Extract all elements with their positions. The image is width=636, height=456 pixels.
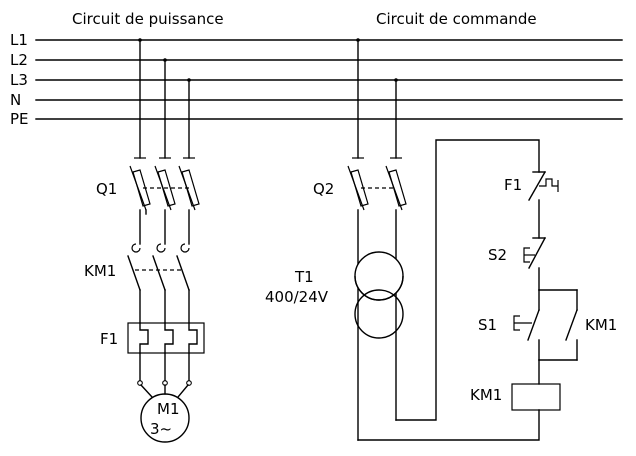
bus-label-l3: L3 (10, 71, 28, 89)
km1-coil (511, 383, 561, 411)
s2-label: S2 (488, 246, 507, 264)
s2-stop-button (523, 237, 546, 291)
motor-label: M1 (157, 400, 180, 418)
q1-label: Q1 (96, 180, 117, 198)
t1-ratio-label: 400/24V (265, 288, 329, 306)
bus-label-pe: PE (10, 110, 29, 128)
control-circuit: Q2 T1 400/24V F1 (265, 38, 617, 441)
bus-label-l1: L1 (10, 31, 28, 49)
km1-coil-label: KM1 (470, 386, 502, 404)
f1-thermal-relay (127, 322, 205, 354)
q2-fuse-disconnector (347, 157, 407, 211)
s1-start-button (513, 289, 578, 361)
t1-label: T1 (294, 268, 314, 286)
f1-power-label: F1 (100, 330, 118, 348)
motor-m1 (140, 393, 190, 443)
km1-main-contacts (127, 243, 190, 291)
km1-holding-label: KM1 (585, 316, 617, 334)
q1-fuse-disconnector (129, 157, 200, 215)
power-circuit: Q1 KM1 F1 (84, 38, 205, 443)
bus-label-n: N (10, 91, 21, 109)
s1-label: S1 (478, 316, 497, 334)
bus-label-l2: L2 (10, 51, 28, 69)
km1-holding-contact (538, 289, 578, 361)
f1-control-label: F1 (504, 176, 522, 194)
power-circuit-title: Circuit de puissance (72, 10, 224, 28)
transformer-t1 (354, 251, 404, 339)
f1-control-contact (528, 171, 559, 239)
bus-bars (35, 39, 623, 120)
q2-label: Q2 (313, 180, 334, 198)
motor-phase-label: 3~ (150, 420, 172, 438)
control-circuit-title: Circuit de commande (376, 10, 537, 28)
km1-power-label: KM1 (84, 262, 116, 280)
